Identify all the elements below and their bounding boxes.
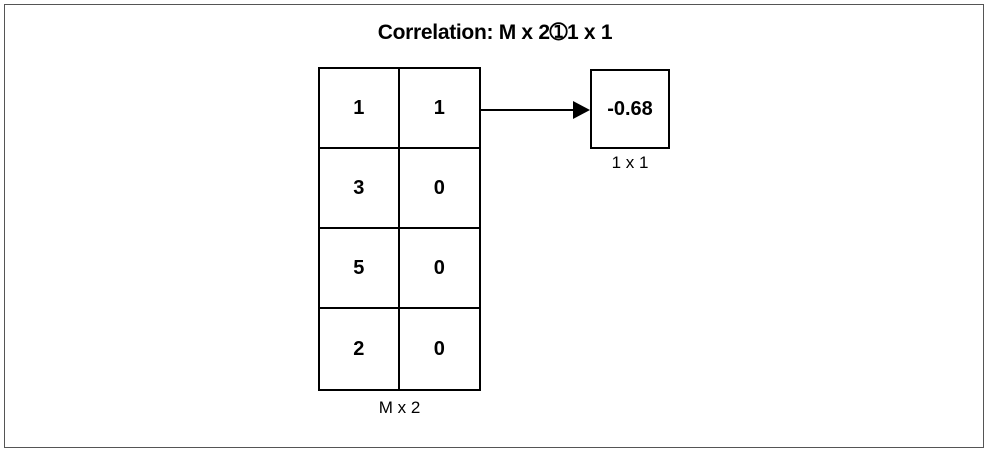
- input-matrix: 1 1 3 0 5 0 2 0: [318, 67, 481, 391]
- matrix-cell: 2: [320, 309, 400, 389]
- matrix-cell: 0: [399, 149, 479, 229]
- figure-frame: [4, 4, 984, 448]
- output-matrix-dimension-label: 1 x 1: [611, 153, 649, 172]
- matrix-cell: 1: [320, 69, 400, 149]
- matrix-cell: 5: [320, 229, 400, 309]
- diagram-title: Correlation: M x 2➀1 x 1: [377, 21, 613, 44]
- output-matrix: -0.68: [590, 69, 670, 149]
- matrix-cell: 1: [399, 69, 479, 149]
- matrix-cell: 3: [320, 149, 400, 229]
- matrix-cell: 0: [399, 229, 479, 309]
- output-value: -0.68: [607, 97, 653, 120]
- input-matrix-dimension-label: M x 2: [378, 398, 421, 417]
- matrix-cell: 0: [433, 337, 445, 360]
- arrow-icon: [481, 101, 590, 119]
